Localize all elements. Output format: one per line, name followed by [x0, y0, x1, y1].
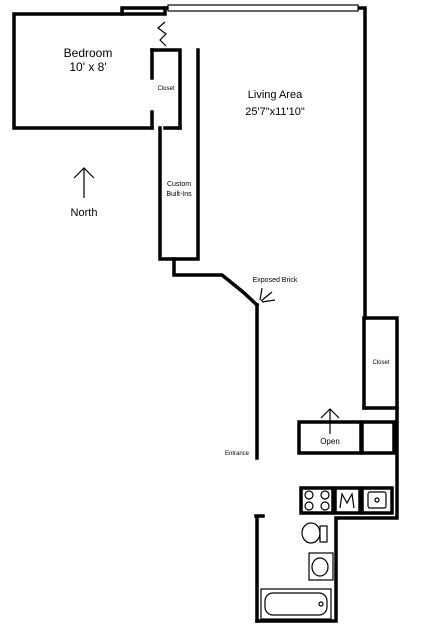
north-arrow-head: [73, 167, 95, 179]
sink-drain: [374, 497, 380, 503]
bathroom: [260, 522, 334, 620]
stove-burner-2: [320, 490, 330, 500]
closet-top-label: Closet: [157, 86, 174, 92]
built-ins-cabinet: [158, 48, 200, 261]
bathtub-inner: [264, 592, 328, 616]
brick-pointer-line-2: [260, 291, 273, 302]
right-wall-closet: [362, 316, 399, 410]
fridge-box: [360, 420, 396, 455]
exposed-brick-pointer: [259, 287, 276, 303]
stove-icon: [299, 486, 335, 515]
door-swing-bedroom: [157, 21, 167, 47]
bathroom-sink-basin: [311, 557, 329, 577]
top-wall: [163, 6, 367, 320]
kitchen-pass-through: [297, 408, 396, 455]
right-wall-kitchen: [255, 406, 399, 623]
bedroom-name: Bedroom: [64, 46, 113, 60]
brick-pointer-line-1: [259, 287, 263, 301]
closet-right-label: Closet: [372, 360, 389, 366]
toilet-icon: [301, 522, 321, 544]
kitchen-appliances: [299, 486, 394, 515]
built-ins-label-1: Custom: [167, 181, 191, 188]
dishwasher-icon: [333, 486, 362, 515]
built-ins: [158, 48, 200, 261]
closet-top: [150, 21, 182, 130]
built-ins-label-2: Built-Ins: [166, 191, 192, 198]
exposed-brick-wall: [172, 257, 260, 308]
bathtub-drain: [318, 601, 324, 607]
stove-burner-1: [304, 490, 314, 500]
toilet-tank: [319, 525, 328, 543]
sink-icon: [360, 486, 394, 515]
stove-burner-3: [304, 501, 314, 511]
brick-pointer-line-3: [261, 299, 276, 303]
window-top: [167, 4, 359, 12]
sink-basin: [367, 491, 387, 509]
north-arrow-icon: [73, 167, 95, 198]
bedroom-wall: [12, 12, 154, 130]
exterior-walls: [12, 4, 399, 623]
exposed-brick-label: Exposed Brick: [253, 277, 298, 284]
open-label: Open: [320, 437, 340, 446]
bedroom-dimensions: 10' x 8': [69, 60, 106, 74]
closet-top-wall: [150, 48, 182, 130]
living-area-name: Living Area: [248, 89, 303, 101]
stove-burner-4: [320, 501, 330, 511]
open-arrow-head: [320, 408, 340, 419]
living-area-dimensions: 25'7"x11'10": [245, 106, 305, 118]
north-label: North: [71, 207, 98, 219]
dishwasher-symbol: [339, 492, 355, 509]
door-niche: [120, 6, 167, 16]
entrance-label: Entrance: [225, 451, 250, 457]
